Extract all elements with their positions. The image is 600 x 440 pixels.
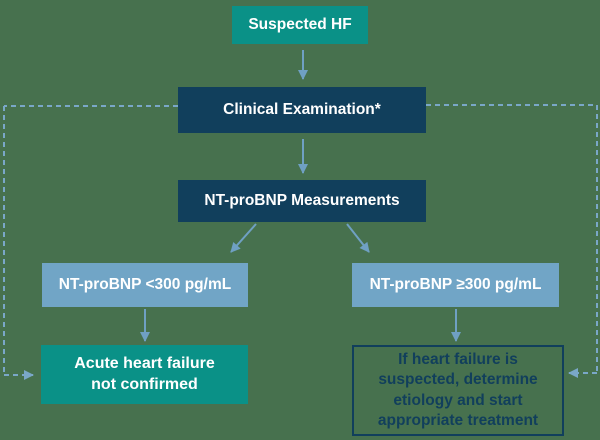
node-ntprobnp-measurements: NT-proBNP Measurements (178, 180, 426, 222)
node-ntprobnp-low: NT-proBNP <300 pg/mL (42, 263, 248, 307)
node-ntprobnp-high: NT-proBNP ≥300 pg/mL (352, 263, 559, 307)
arrow-ntprobnp-to-low (230, 223, 257, 253)
arrow-ntprobnp-to-high (346, 223, 370, 253)
node-suspected-hf: Suspected HF (232, 6, 368, 44)
node-acute-hf-not-confirmed: Acute heart failure not confirmed (41, 345, 248, 404)
node-clinical-examination: Clinical Examination* (178, 87, 426, 133)
node-treatment-outcome: If heart failure is suspected, determine… (352, 345, 564, 436)
